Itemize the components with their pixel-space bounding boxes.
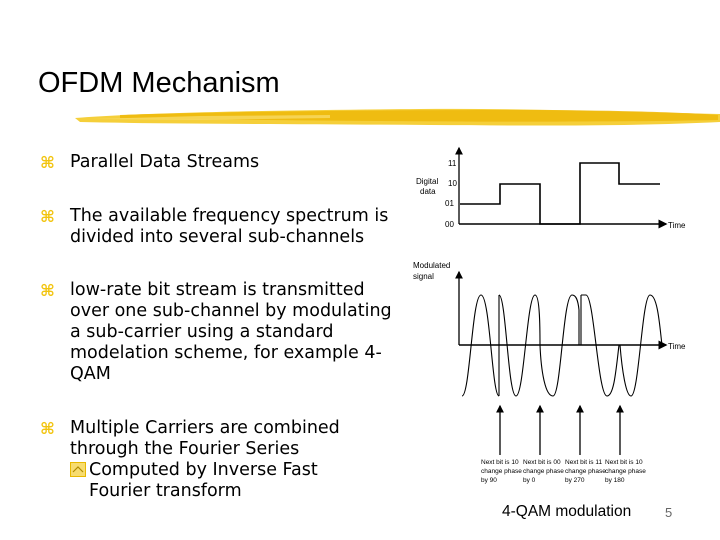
modulated-ylabel-2: signal	[413, 272, 434, 281]
svg-text:Next bit is 11: Next bit is 11	[565, 459, 602, 466]
phase-annotation-4: Next bit is 10 change phase by 180	[605, 459, 646, 484]
svg-text:change phase: change phase	[481, 468, 522, 475]
phase-annotation-1: Next bit is 10 change phase by 90	[481, 459, 522, 484]
command-bullet-icon: ⌘	[40, 153, 55, 172]
bullet-item: ⌘ The available frequency spectrum is di…	[40, 206, 389, 247]
level-00-label: 00	[445, 220, 454, 229]
command-bullet-icon: ⌘	[40, 419, 55, 438]
diagram-caption: 4-QAM modulation	[502, 503, 632, 520]
page-number: 5	[665, 505, 673, 520]
sub-bullet-item: Computed by Inverse Fast Fourier transfo…	[70, 460, 318, 502]
chevron-box-bullet-icon	[70, 462, 86, 477]
slide-title: OFDM Mechanism	[38, 67, 280, 99]
modulated-signal-graph: Modulated signal Time Next bit is 10 cha…	[413, 261, 686, 484]
svg-text:by 180: by 180	[605, 477, 625, 484]
svg-text:by 90: by 90	[481, 477, 497, 484]
level-11-label: 11	[448, 159, 457, 168]
svg-text:by 0: by 0	[523, 477, 536, 484]
svg-text:Next bit is 00: Next bit is 00	[523, 459, 561, 466]
modulated-ylabel-1: Modulated	[413, 261, 450, 270]
bullet-item: ⌘ low-rate bit stream is transmitted ove…	[40, 280, 392, 384]
level-01-label: 01	[445, 199, 454, 208]
command-bullet-icon: ⌘	[40, 281, 55, 300]
svg-text:Next bit is 10: Next bit is 10	[481, 459, 519, 466]
modulated-time-label: Time	[668, 342, 686, 351]
digital-data-graph: 11 10 01 00 Digital data Time	[416, 146, 686, 230]
bullet-item: ⌘ Parallel Data Streams	[40, 152, 260, 172]
digital-ylabel-2: data	[420, 187, 436, 196]
bullet-item: ⌘ Multiple Carriers are combined through…	[40, 418, 340, 459]
digital-time-label: Time	[668, 221, 686, 230]
qam-modulation-diagram: 11 10 01 00 Digital data Time Modulated …	[413, 146, 686, 484]
digital-ylabel-1: Digital	[416, 177, 438, 186]
svg-text:Next bit is 10: Next bit is 10	[605, 459, 643, 466]
command-bullet-icon: ⌘	[40, 207, 55, 226]
phase-annotation-2: Next bit is 00 change phase by 0	[523, 459, 564, 484]
svg-text:change phase: change phase	[523, 468, 564, 475]
svg-text:change phase: change phase	[605, 468, 646, 475]
svg-text:change phase: change phase	[565, 468, 606, 475]
level-10-label: 10	[448, 179, 457, 188]
svg-text:by 270: by 270	[565, 477, 585, 484]
title-underline-brushstroke	[75, 108, 720, 126]
phase-annotation-3: Next bit is 11 change phase by 270	[565, 459, 606, 484]
